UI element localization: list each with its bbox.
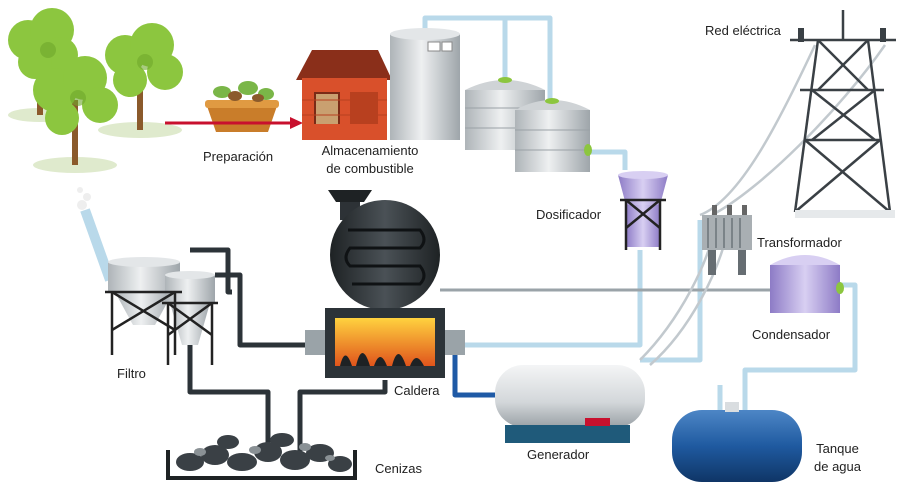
tower-base [795,210,895,218]
label-tanque-line1: Tanque [816,441,859,456]
label-dosificador: Dosificador [536,207,602,222]
generator [495,365,645,443]
power-lines [639,44,887,366]
label-condensador: Condensador [752,327,831,342]
storage-tank-2 [515,98,592,172]
trees-illustration [8,8,183,173]
boiler [305,190,465,378]
label-caldera: Caldera [394,383,440,398]
water-tank [672,402,802,482]
label-transformador: Transformador [757,235,842,250]
dosifier-hopper [618,171,668,250]
label-tanque-line2: de agua [814,459,861,474]
preparation-basket-illustration [205,81,279,132]
tower-insulators [798,28,886,42]
transformer [702,205,752,275]
label-preparacion: Preparación [203,149,274,164]
ashes-pile [166,433,357,480]
pipes-light-blue [422,15,858,410]
label-cenizas: Cenizas [375,461,422,476]
filter-unit [77,187,218,365]
barn-storage-illustration [296,50,392,140]
tall-silo [390,28,460,140]
pipes-blue [452,340,495,398]
label-generador: Generador [527,447,590,462]
label-almacenamiento-line1: Almacenamiento [321,143,419,158]
power-tower [790,10,896,213]
label-filtro: Filtro [117,366,146,381]
label-almacenamiento-line2: de combustible [326,161,414,176]
label-red-electrica: Red eléctrica [705,23,781,38]
condenser [770,255,844,313]
red-arrow [165,117,303,129]
pipes-dark [187,247,388,455]
